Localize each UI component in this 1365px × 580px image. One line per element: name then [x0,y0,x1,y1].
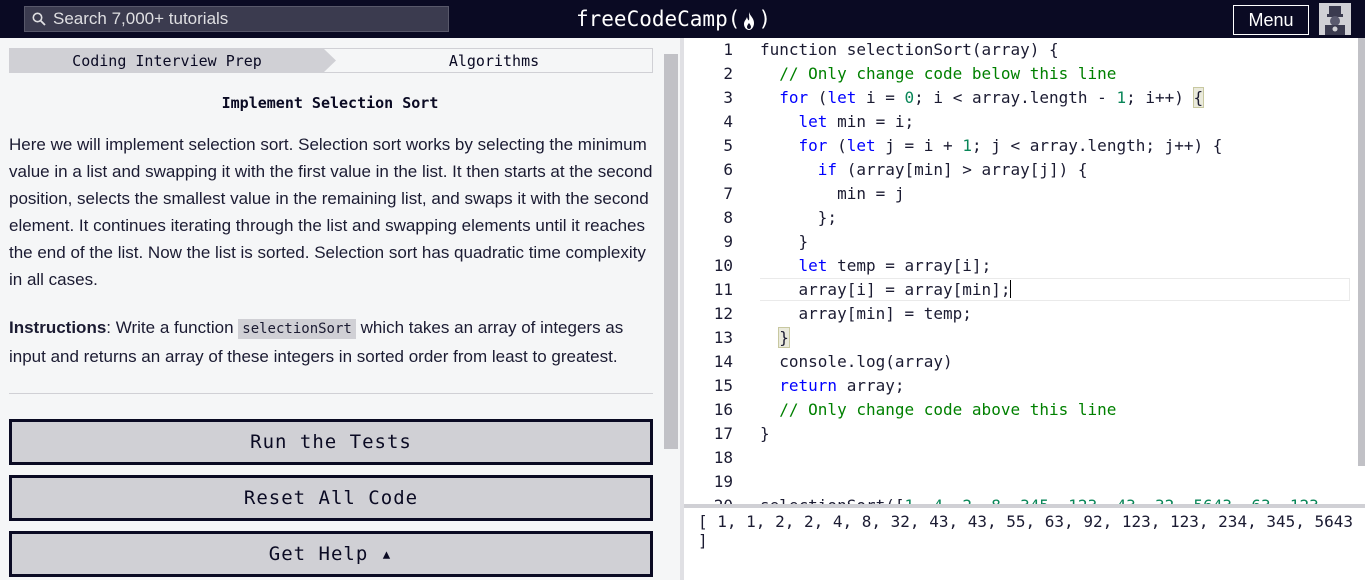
line-number: 16 [713,400,733,419]
line-number: 8 [723,208,733,227]
output-console: [ 1, 1, 2, 2, 4, 8, 32, 43, 43, 55, 63, … [684,504,1365,580]
instructions-text-pre: : Write a function [106,318,239,337]
code-text: }; [760,208,838,227]
breadcrumb: Coding Interview Prep Algorithms [9,48,653,73]
code-text: function selectionSort(array) { [760,40,1059,59]
editor-scrollbar[interactable] [1358,38,1365,466]
breadcrumb-section[interactable]: Coding Interview Prep [10,49,336,72]
instructions-scrollbar[interactable] [664,54,678,449]
instructions-text-post: which takes an array of integers as inpu… [9,318,624,366]
code-line[interactable]: 17} [684,422,1354,446]
line-number: 17 [713,424,733,443]
logo-text-left: freeCodeCamp( [576,7,741,31]
code-editor[interactable]: 1 function selectionSort(array) { 2 // Onl… [684,38,1365,504]
run-tests-button[interactable]: Run the Tests [9,419,653,465]
logo-text-right: ) [758,7,772,31]
line-number: 19 [713,472,733,491]
line-number: 1 [723,40,733,59]
code-text: } [760,424,770,443]
code-line[interactable]: 16 // Only change code above this line [684,398,1354,422]
code-text: min = j [760,184,905,203]
line-number: 12 [713,304,733,323]
code-line[interactable]: 6 if (array[min] > array[j]) { [684,158,1354,182]
line-number: 15 [713,376,733,395]
active-line-highlight [760,278,1350,301]
freecodecamp-logo[interactable]: freeCodeCamp( ) [576,4,771,34]
menu-button[interactable]: Menu [1233,5,1309,35]
code-line[interactable]: 13 } [684,326,1354,350]
search-bar[interactable] [24,6,449,32]
code-text: return array; [779,376,905,395]
line-number: 6 [723,160,733,179]
code-line[interactable]: 9 } [684,230,1354,254]
line-number: 4 [723,112,733,131]
reset-code-button[interactable]: Reset All Code [9,475,653,521]
breadcrumb-subsection[interactable]: Algorithms [448,51,540,70]
line-number: 18 [713,448,733,467]
function-name-code: selectionSort [238,319,356,339]
console-output: [ 1, 1, 2, 2, 4, 8, 32, 43, 43, 55, 63, … [698,512,1354,550]
divider [9,393,653,394]
avatar[interactable] [1319,3,1351,35]
code-text: console.log(array) [760,352,953,371]
code-line[interactable]: 14 console.log(array) [684,350,1354,374]
line-number: 5 [723,136,733,155]
flame-icon [741,9,757,30]
line-number: 14 [713,352,733,371]
code-line[interactable]: 2 // Only change code below this line [684,62,1354,86]
code-text: for (let i = 0; i < array.length - 1; i+… [779,87,1205,108]
code-line[interactable]: 15 return array; [684,374,1354,398]
code-text: for (let j = i + 1; j < array.length; j+… [798,136,1223,155]
code-line[interactable]: 8 }; [684,206,1354,230]
line-number: 13 [713,328,733,347]
line-number: 2 [723,64,733,83]
code-line[interactable]: 5 for (let j = i + 1; j < array.length; … [684,134,1354,158]
code-text: } [778,327,790,348]
code-text: if (array[min] > array[j]) { [817,160,1088,179]
code-text: } [760,232,809,251]
code-line[interactable]: 20 selectionSort([1, 4, 2, 8, 345, 123, 4… [684,494,1354,504]
code-text: let min = i; [798,112,915,131]
pane-splitter[interactable] [680,38,684,580]
code-line[interactable]: 11 array[i] = array[min]; [684,278,1354,302]
code-line[interactable]: 19 [684,470,1354,494]
challenge-instructions: Instructions: Write a function selection… [9,314,659,370]
get-help-button[interactable]: Get Help ▴ [9,531,653,577]
search-icon [25,7,53,31]
challenge-description: Here we will implement selection sort. S… [9,135,653,289]
text-cursor [1010,280,1012,298]
code-text: // Only change code below this line [779,64,1117,83]
instructions-panel: Coding Interview Prep Algorithms Impleme… [0,38,680,580]
line-number: 9 [723,232,733,251]
top-nav: freeCodeCamp( ) Menu [0,0,1365,38]
code-line[interactable]: 18 [684,446,1354,470]
line-number: 11 [713,280,733,299]
line-number: 3 [723,88,733,107]
search-input[interactable] [53,9,433,29]
instructions-label: Instructions [9,318,107,337]
code-line[interactable]: 1 function selectionSort(array) { [684,38,1354,62]
code-line[interactable]: 10 let temp = array[i]; [684,254,1354,278]
code-line[interactable]: 4 let min = i; [684,110,1354,134]
code-line[interactable]: 12 array[min] = temp; [684,302,1354,326]
line-number: 10 [713,256,733,275]
code-text: selectionSort([1, 4, 2, 8, 345, 123, 43,… [760,494,1328,504]
code-text: array[min] = temp; [760,304,972,323]
code-line[interactable]: 7 min = j [684,182,1354,206]
code-text: // Only change code above this line [779,400,1117,419]
code-text: let temp = array[i]; [798,256,992,275]
user-avatar-icon [1319,3,1351,35]
challenge-title: Implement Selection Sort [221,94,439,112]
code-line[interactable]: 3 for (let i = 0; i < array.length - 1; … [684,86,1354,110]
code-text: array[i] = array[min]; [760,280,1012,299]
line-number: 7 [723,184,733,203]
line-number: 20 [684,494,733,504]
